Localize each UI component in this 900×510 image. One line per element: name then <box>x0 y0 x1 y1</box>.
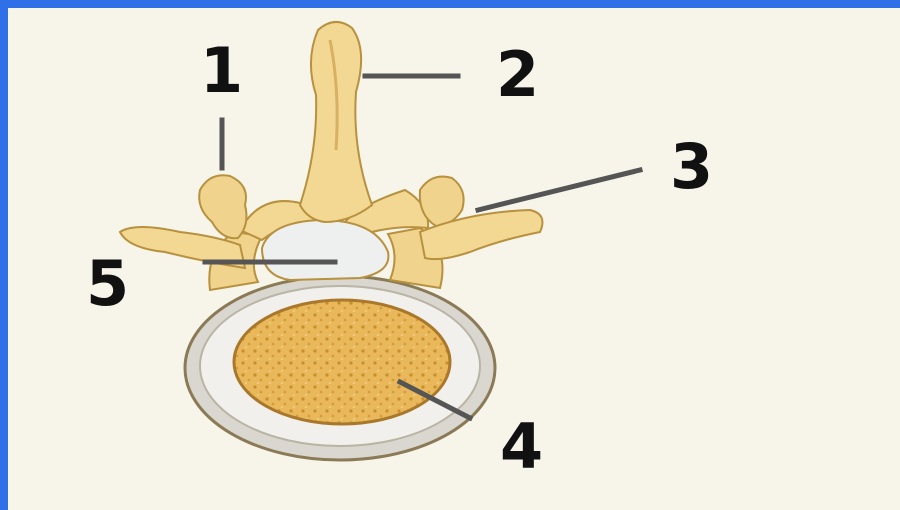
label-1: 1 <box>200 34 243 107</box>
label-5: 5 <box>86 247 129 320</box>
label-2: 2 <box>496 38 539 111</box>
label-3: 3 <box>670 130 713 203</box>
vertebral-body <box>185 276 495 460</box>
leader-line-3 <box>478 170 640 210</box>
label-4: 4 <box>500 410 543 483</box>
articular-process-left <box>199 175 246 238</box>
articular-process-right <box>420 177 464 227</box>
